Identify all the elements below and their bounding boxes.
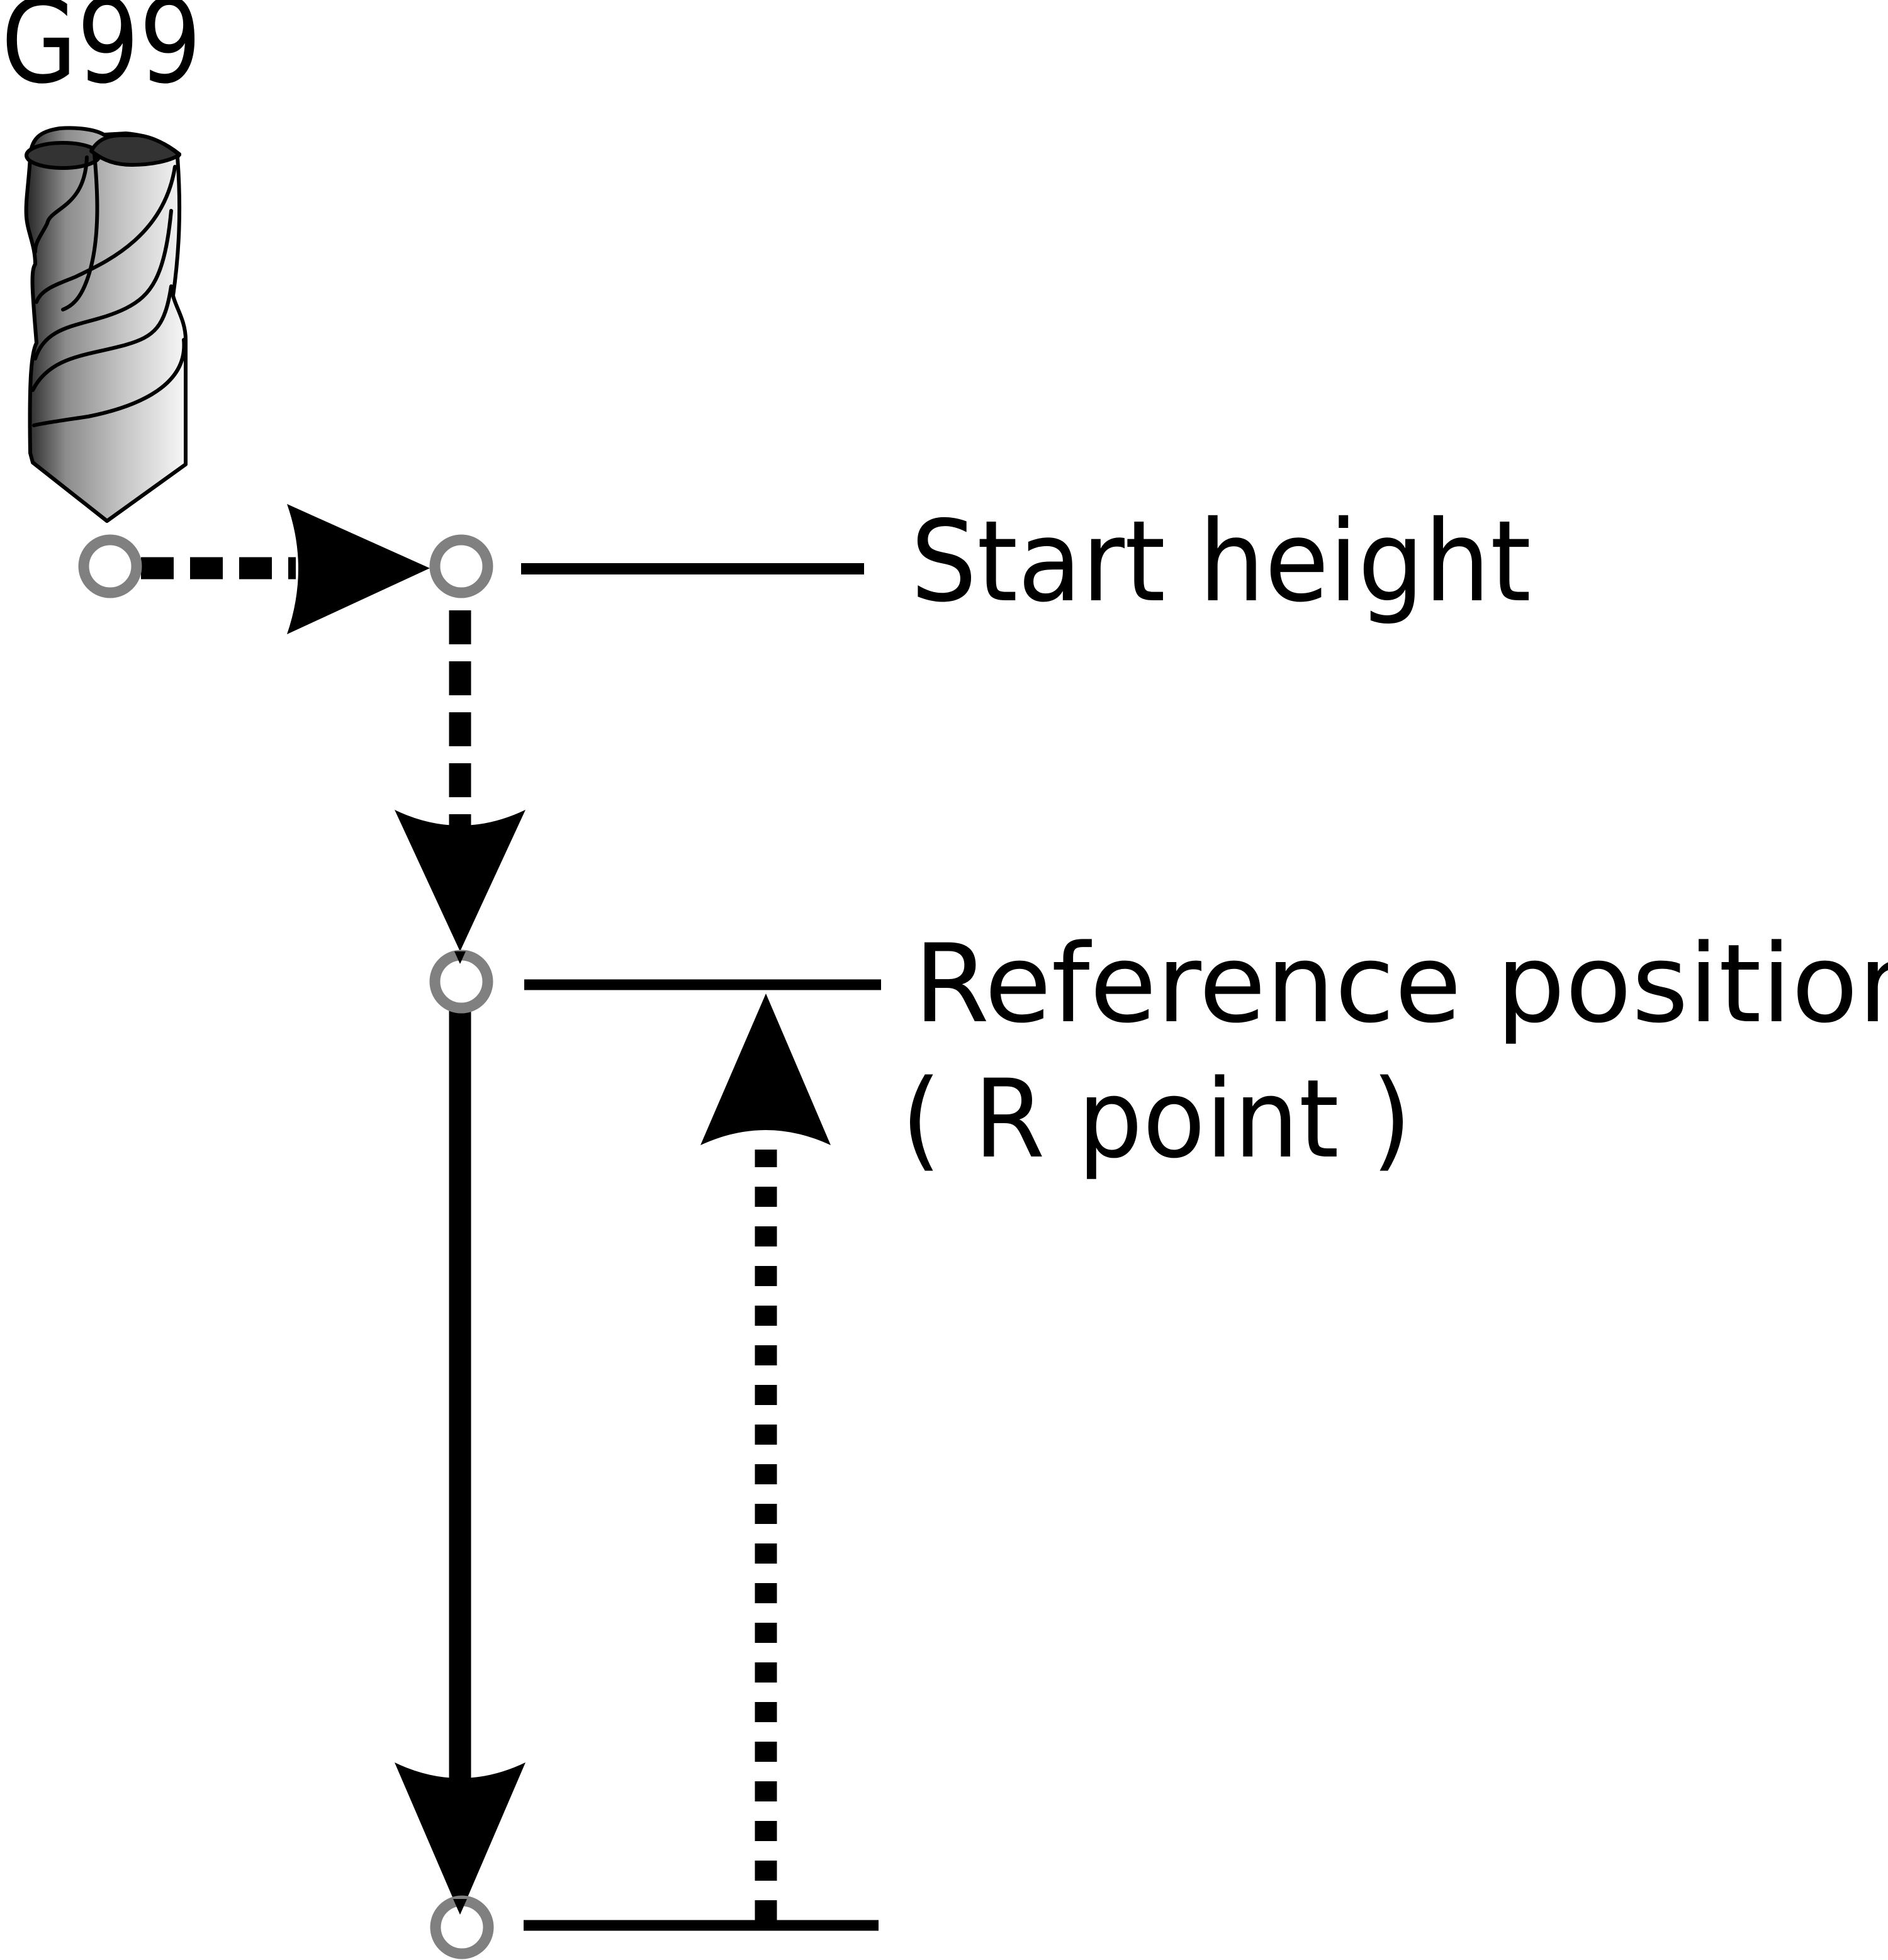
- tool-top-left: [25, 141, 101, 170]
- tool-tip: [31, 461, 188, 523]
- arrow-tip-overlay: [453, 1899, 467, 1915]
- arrowhead-right-icon: [287, 504, 430, 634]
- tool-helix-5: [32, 338, 186, 427]
- r-point-label: ( R point ): [901, 1056, 1412, 1182]
- tool-body: [24, 126, 188, 523]
- end-mill-icon: [24, 126, 188, 523]
- start-height-label: Start height: [911, 496, 1531, 627]
- tool-flute-divider: [61, 152, 99, 311]
- tool-helix-1: [33, 155, 89, 254]
- arrowhead-down-icon: [395, 810, 525, 951]
- r-point-marker-icon: [429, 949, 493, 1014]
- tool-top-right: [89, 133, 181, 167]
- diagram-title: G99: [1, 0, 201, 109]
- tool-helix-2: [35, 165, 177, 304]
- tool-helix-3: [33, 209, 173, 361]
- arrowhead-up-icon: [700, 994, 831, 1145]
- initial-point-marker-icon: [78, 534, 142, 598]
- start-height-point-marker-icon: [429, 534, 493, 598]
- reference-position-label: Reference position: [914, 921, 1888, 1047]
- arrow-tip-overlay: [454, 951, 466, 964]
- tool-helix-4: [31, 284, 173, 392]
- arrowhead-down-icon: [395, 1762, 525, 1915]
